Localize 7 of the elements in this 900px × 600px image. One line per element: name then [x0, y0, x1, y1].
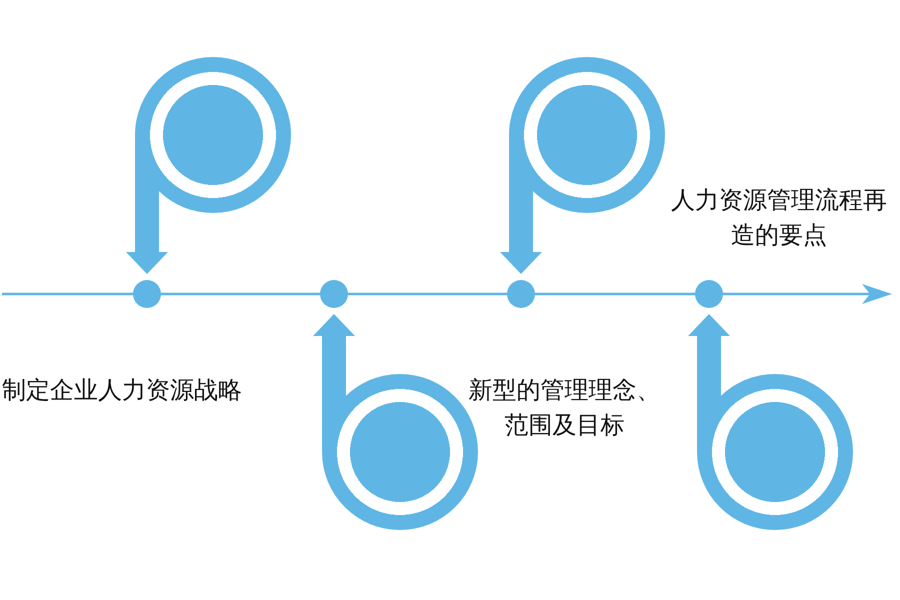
timeline-dot: [695, 280, 723, 308]
step-label: 新型的管理理念、范围及目标: [468, 375, 662, 441]
timeline-dot: [320, 280, 348, 308]
step-label: 制定企业人力资源战略: [2, 375, 243, 406]
timeline-dot: [507, 280, 535, 308]
step-label: 人力资源管理流程再造的要点: [670, 185, 888, 251]
timeline-dot: [133, 280, 161, 308]
